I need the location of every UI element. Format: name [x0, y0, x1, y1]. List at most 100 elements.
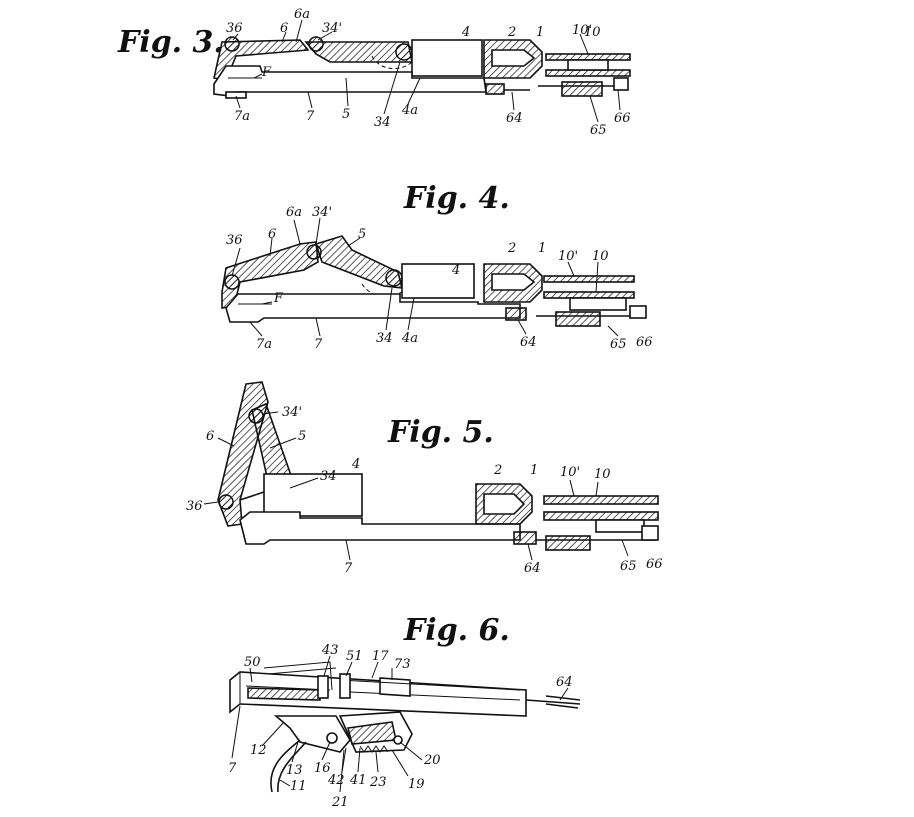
fig5-label-5: 5 [298, 429, 306, 444]
fig4-label-4a: 4a [401, 331, 418, 346]
fig4-label-65: 65 [610, 337, 627, 352]
fig3-callouts [232, 19, 621, 123]
fig4-barrel-10p [543, 275, 635, 283]
figure-5-title: Fig. 5. [387, 415, 494, 450]
fig3-label-7a: 7a [234, 109, 250, 124]
fig6-label-17: 17 [372, 649, 389, 664]
fig6-pivot-16 [326, 732, 338, 744]
fig3-lug-65 [561, 81, 603, 97]
fig5-label-1: 1 [530, 463, 538, 478]
fig5-label-6: 6 [206, 429, 214, 444]
fig3-pin-36 [224, 36, 240, 52]
fig3-link-5 [304, 41, 413, 63]
figure-3: Fig. 3. [117, 7, 631, 138]
fig5-label-65: 65 [620, 559, 637, 574]
fig6-label-43: 43 [321, 643, 339, 658]
fig6-label-73: 73 [394, 657, 411, 672]
fig6-trigger-11-back [277, 741, 307, 793]
fig3-label-1: 1 [536, 25, 544, 40]
fig6-post-43 [317, 675, 329, 699]
fig3-end-66 [613, 77, 629, 91]
fig3-label-64: 64 [506, 111, 523, 126]
fig5-label-4: 4 [351, 457, 360, 472]
fig5-end-66 [641, 525, 659, 541]
fig4-label-1: 1 [538, 241, 546, 256]
fig6-top-rail [339, 679, 521, 691]
fig5-spring-64 [513, 531, 537, 545]
fig3-barrel-10 [545, 69, 631, 77]
fig3-pin-34p [308, 36, 324, 52]
fig4-label-5: 5 [358, 227, 366, 242]
fig4-label-7: 7 [314, 337, 323, 352]
figure-6: Fig. 6. [228, 613, 581, 810]
fig4-label-36: 36 [226, 233, 243, 248]
fig3-slide [567, 59, 609, 71]
fig4-spring-64 [505, 307, 527, 321]
fig4-frame-7 [225, 293, 521, 323]
fig5-label-10: 10 [594, 467, 611, 482]
fig6-label-41: 41 [349, 773, 367, 788]
fig6-rod-64-edges [545, 695, 581, 709]
fig4-label-4: 4 [451, 263, 460, 278]
fig4-barrel-10 [543, 291, 635, 299]
fig5-breech-block-4 [263, 473, 363, 517]
fig6-label-11: 11 [290, 779, 307, 794]
fig6-rods-50 [263, 661, 333, 691]
fig4-label-64: 64 [520, 335, 537, 350]
fig4-slide [569, 297, 627, 311]
fig6-label-16: 16 [314, 761, 331, 776]
fig4-lug-65 [555, 311, 601, 327]
fig5-label-66: 66 [646, 557, 663, 572]
fig6-rod-64 [525, 699, 581, 705]
fig6-label-64: 64 [556, 675, 573, 690]
fig4-label-34p: 34' [312, 205, 332, 220]
fig4-label-6: 6 [268, 227, 276, 242]
fig3-chamber-1 [491, 49, 536, 67]
fig5-slide [595, 519, 645, 533]
fig5-lug-65 [545, 535, 591, 551]
fig6-post-51 [339, 673, 351, 699]
fig4-pin-36 [224, 274, 240, 290]
fig4-pin-34 [385, 269, 403, 287]
fig6-trigger-11 [270, 739, 301, 793]
fig4-breech-block-4 [401, 263, 475, 299]
fig3-cam-outline [371, 55, 415, 69]
fig5-label-10p: 10' [560, 465, 580, 480]
fig3-frame-lug-7a [225, 91, 247, 99]
fig3-label-36: 36 [226, 21, 243, 36]
fig4-pin-34p [306, 244, 322, 260]
fig5-pin-34p [248, 408, 264, 424]
fig5-pin-36 [218, 494, 234, 510]
fig4-chamber-1 [491, 273, 536, 291]
fig5-label-34: 34 [320, 469, 337, 484]
fig6-trigger-housing-12 [273, 715, 351, 753]
fig4-label-6a: 6a [286, 205, 302, 220]
fig6-label-12: 12 [250, 743, 267, 758]
fig3-label-6a: 6a [294, 7, 310, 22]
fig5-label-34p: 34' [282, 405, 302, 420]
fig4-label-7a: 7a [256, 337, 272, 352]
fig3-label-34p: 34' [322, 21, 342, 36]
fig5-chamber-1 [483, 493, 526, 515]
fig3-toggle-link-6 [213, 39, 310, 81]
fig4-label-10p: 10' [558, 249, 578, 264]
fig3-barrel-10p [545, 53, 631, 61]
fig3-label-66: 66 [614, 111, 631, 126]
fig6-label-42: 42 [327, 773, 345, 788]
fig6-rod-2 [267, 667, 337, 675]
fig6-label-7: 7 [228, 761, 237, 776]
fig4-callouts [231, 217, 619, 337]
fig3-label-6: 6 [280, 21, 288, 36]
fig3-label-10p: 10' [572, 23, 592, 38]
fig6-label-13: 13 [286, 763, 303, 778]
fig3-label-5: 5 [342, 107, 350, 122]
fig3-breech-block-4 [411, 39, 483, 77]
fig6-label-19: 19 [408, 777, 425, 792]
fig3-label-4a: 4a [401, 103, 418, 118]
fig6-label-51: 51 [346, 649, 363, 664]
fig3-label-10: 10 [584, 25, 601, 40]
fig6-label-20: 20 [423, 753, 441, 768]
fig4-label-34: 34 [376, 331, 393, 346]
figure-5: Fig. 5. 34' 6 [186, 381, 663, 576]
